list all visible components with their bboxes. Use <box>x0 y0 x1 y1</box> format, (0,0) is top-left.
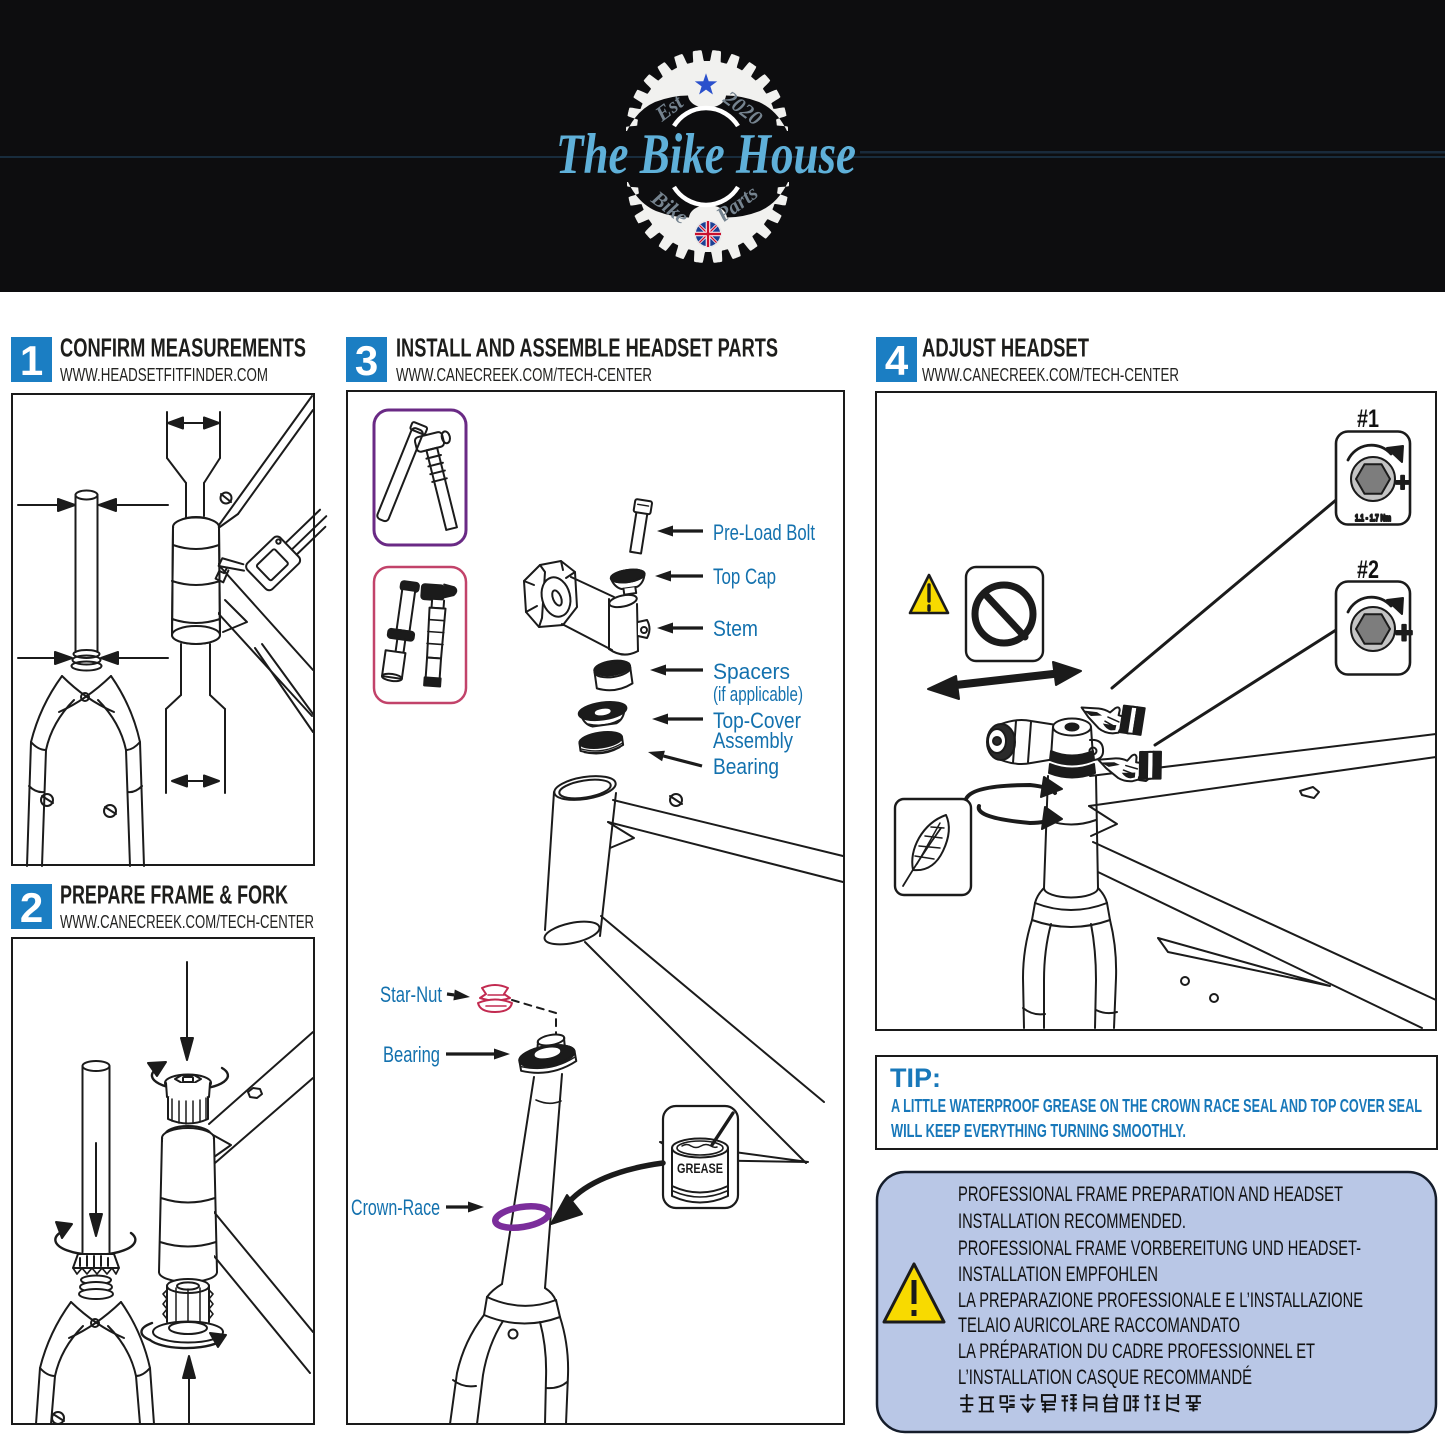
svg-text:CONFIRM MEASUREMENTS: CONFIRM MEASUREMENTS <box>60 335 306 363</box>
svg-text:Spacers: Spacers <box>713 659 790 684</box>
svg-text:Crown-Race: Crown-Race <box>351 1195 440 1220</box>
svg-text:Star-Nut: Star-Nut <box>380 982 442 1007</box>
svg-text:4: 4 <box>885 337 909 384</box>
svg-text:INSTALLATION RECOMMENDED.: INSTALLATION RECOMMENDED. <box>958 1210 1186 1233</box>
svg-text:#2: #2 <box>1357 556 1379 584</box>
svg-text:PROFESSIONAL FRAME VORBEREITUN: PROFESSIONAL FRAME VORBEREITUNG UND HEAD… <box>958 1237 1361 1260</box>
svg-text:The Bike House: The Bike House <box>556 123 856 186</box>
svg-text:TELAIO AURICOLARE RACCOMANDATO: TELAIO AURICOLARE RACCOMANDATO <box>958 1314 1240 1337</box>
svg-text:GREASE: GREASE <box>677 1161 723 1176</box>
svg-text:WWW.CANECREEK.COM/TECH-CENTER: WWW.CANECREEK.COM/TECH-CENTER <box>396 365 652 385</box>
svg-text:A LITTLE WATERPROOF GREASE ON: A LITTLE WATERPROOF GREASE ON THE CROWN … <box>891 1096 1422 1116</box>
svg-text:1.1 - 1.7 Nm: 1.1 - 1.7 Nm <box>1355 513 1391 524</box>
svg-text:WWW.CANECREEK.COM/TECH-CENTER: WWW.CANECREEK.COM/TECH-CENTER <box>60 912 314 932</box>
svg-text:Bearing: Bearing <box>713 754 779 779</box>
svg-text:PROFESSIONAL FRAME PREPARATION: PROFESSIONAL FRAME PREPARATION AND HEADS… <box>958 1183 1343 1206</box>
svg-text:+: + <box>1395 467 1410 497</box>
svg-text:Top Cap: Top Cap <box>713 564 776 589</box>
svg-text:WWW.CANECREEK.COM/TECH-CENTER: WWW.CANECREEK.COM/TECH-CENTER <box>922 365 1179 385</box>
svg-text:2: 2 <box>20 884 43 931</box>
svg-text:Assembly: Assembly <box>713 728 793 753</box>
svg-text:1: 1 <box>20 337 43 384</box>
svg-text:WWW.HEADSETFITFINDER.COM: WWW.HEADSETFITFINDER.COM <box>60 365 268 385</box>
svg-text:3: 3 <box>355 337 378 384</box>
svg-text:Pre-Load Bolt: Pre-Load Bolt <box>713 520 815 545</box>
svg-text:(if applicable): (if applicable) <box>713 684 803 706</box>
svg-text:ADJUST HEADSET: ADJUST HEADSET <box>922 335 1089 363</box>
svg-text:Stem: Stem <box>713 616 758 641</box>
svg-text:L’INSTALLATION CASQUE RECOMMAN: L’INSTALLATION CASQUE RECOMMANDÉ <box>958 1366 1252 1389</box>
svg-text:WILL KEEP EVERYTHING TURNING S: WILL KEEP EVERYTHING TURNING SMOOTHLY. <box>891 1121 1186 1141</box>
svg-text:TIP:: TIP: <box>890 1063 941 1093</box>
svg-text:#1: #1 <box>1357 405 1379 433</box>
svg-text:LA PRÉPARATION DU CADRE PROFES: LA PRÉPARATION DU CADRE PROFESSIONNEL ET <box>958 1340 1315 1363</box>
svg-text:INSTALLATION EMPFOHLEN: INSTALLATION EMPFOHLEN <box>958 1263 1158 1286</box>
svg-text:+: + <box>1395 615 1413 650</box>
svg-text:Top-Cover: Top-Cover <box>713 708 801 733</box>
svg-text:PREPARE FRAME & FORK: PREPARE FRAME & FORK <box>60 882 288 910</box>
svg-text:Bearing: Bearing <box>383 1042 440 1067</box>
svg-text:LA PREPARAZIONE PROFESSIONALE: LA PREPARAZIONE PROFESSIONALE E L’INSTAL… <box>958 1289 1363 1312</box>
svg-text:INSTALL AND ASSEMBLE HEADSET P: INSTALL AND ASSEMBLE HEADSET PARTS <box>396 335 778 363</box>
